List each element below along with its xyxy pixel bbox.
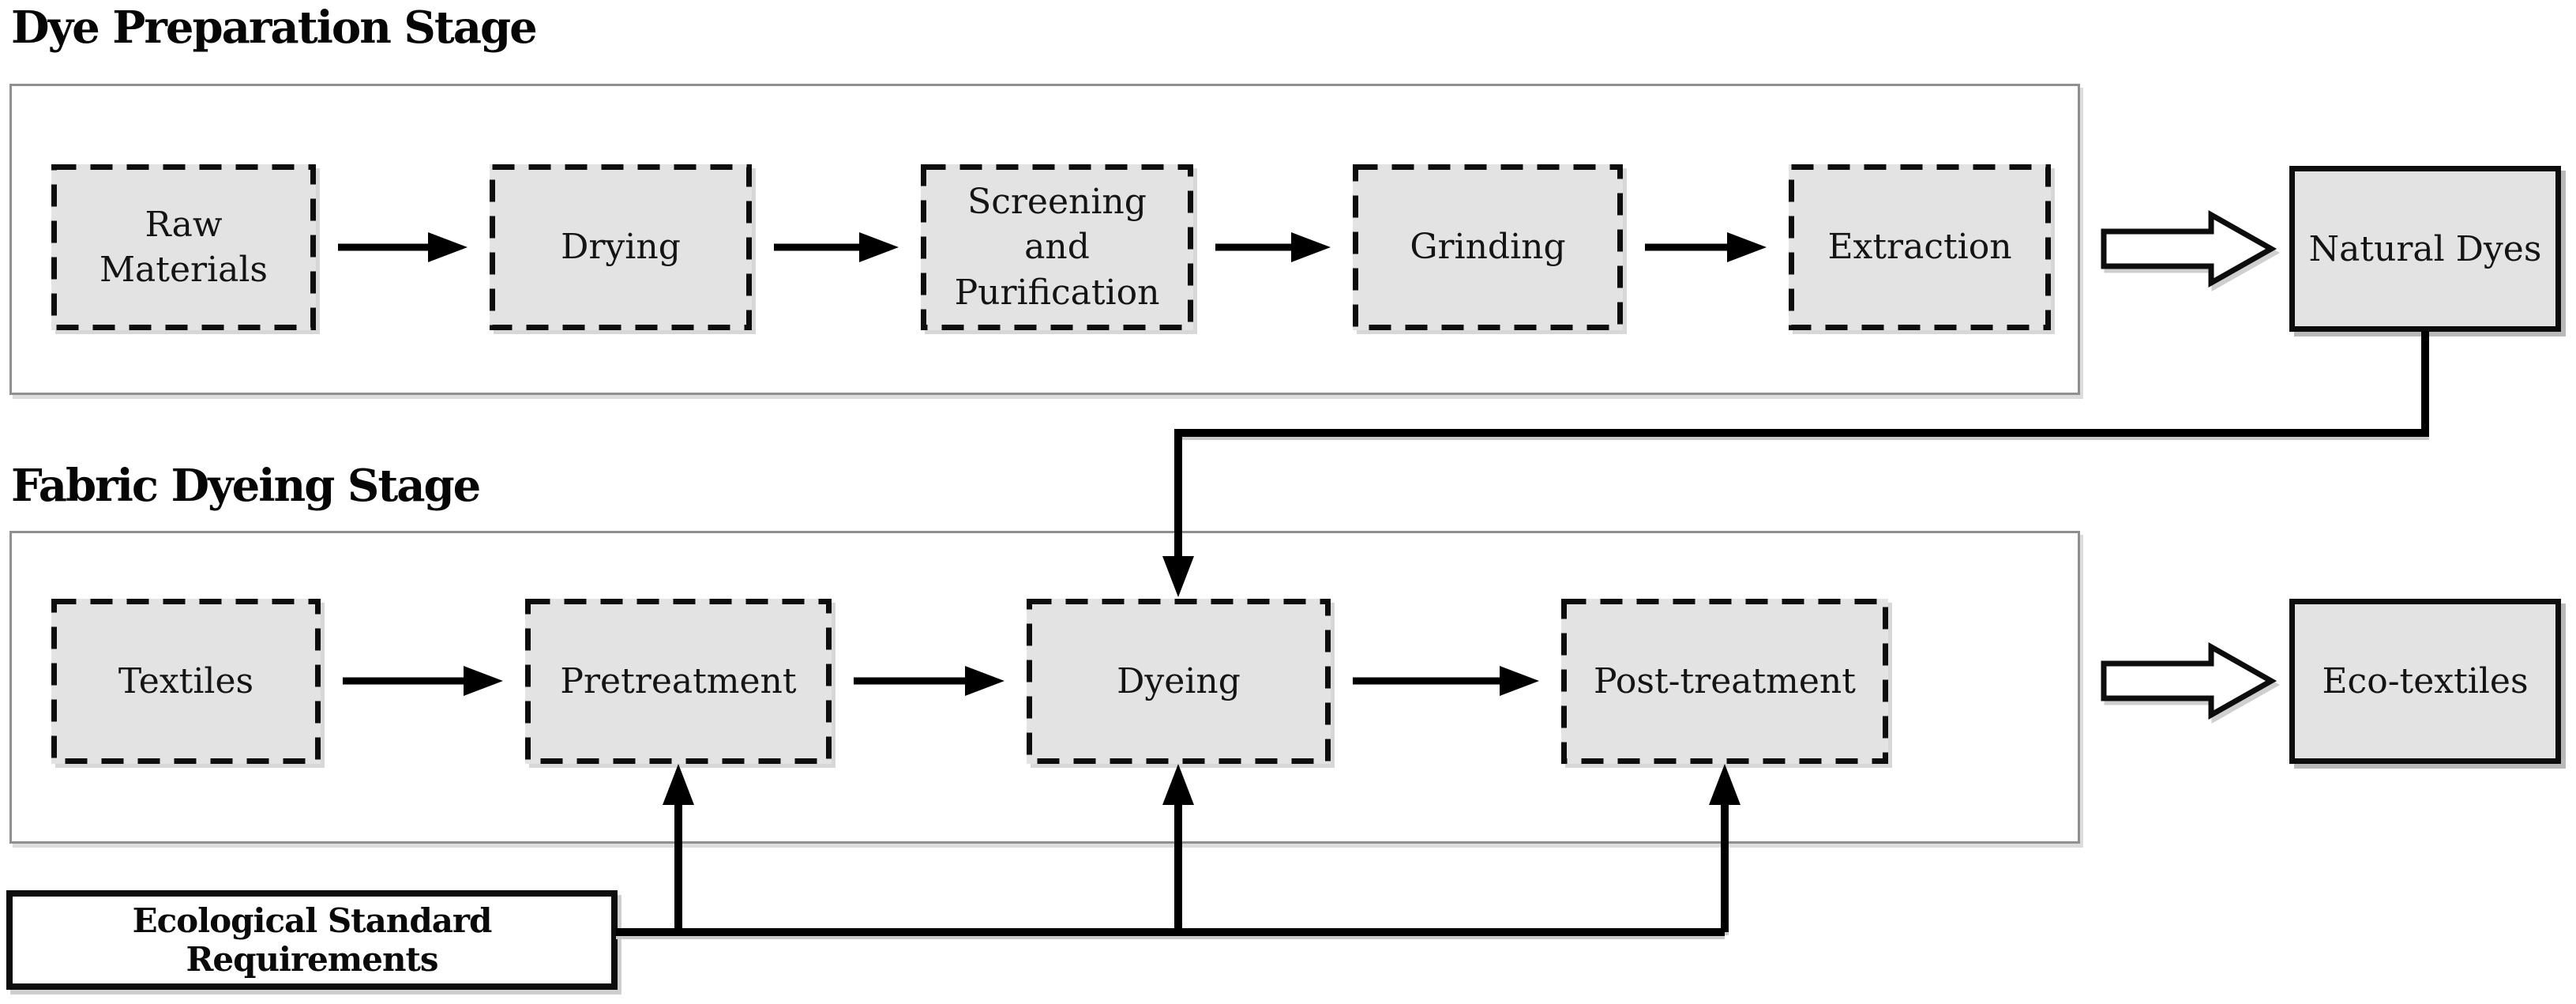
stage1-title: Dye Preparation Stage <box>11 2 538 54</box>
process-box: Dyeing <box>1027 599 1331 764</box>
block-arrow-shadow <box>2104 213 2281 292</box>
process-box: Textiles <box>51 599 321 764</box>
process-box: Grinding <box>1353 164 1623 330</box>
process-box-label: Pretreatment <box>560 660 797 701</box>
process-box: Screening and Purification <box>921 164 1193 330</box>
natural-dyes-box: Natural Dyes <box>2289 166 2561 332</box>
process-box-label: Post-treatment <box>1594 660 1856 701</box>
process-box-label: Raw Materials <box>100 204 268 290</box>
block-arrow <box>2101 209 2277 288</box>
natural-dyes-label: Natural Dyes <box>2308 228 2542 269</box>
eco-textiles-label: Eco-textiles <box>2322 661 2529 701</box>
block-arrow-shadow <box>2104 645 2281 724</box>
block-arrow <box>2101 641 2277 720</box>
process-box-label: Grinding <box>1410 227 1566 268</box>
process-box-label: Dyeing <box>1117 660 1241 701</box>
process-box: Drying <box>490 164 752 330</box>
ecological-standard-requirements-label: Ecological Standard Requirements <box>132 901 493 979</box>
process-box: Post-treatment <box>1561 599 1888 764</box>
process-box: Pretreatment <box>525 599 832 764</box>
process-box-label: Extraction <box>1827 227 2012 268</box>
process-box-label: Drying <box>561 227 681 268</box>
eco-textiles-box: Eco-textiles <box>2289 599 2561 764</box>
process-box: Raw Materials <box>51 164 316 330</box>
ecological-standard-requirements-box: Ecological Standard Requirements <box>6 890 618 990</box>
stage2-title: Fabric Dyeing Stage <box>11 460 481 512</box>
process-box-label: Textiles <box>118 660 254 701</box>
process-box-label: Screening and Purification <box>954 182 1160 313</box>
process-box: Extraction <box>1789 164 2051 330</box>
